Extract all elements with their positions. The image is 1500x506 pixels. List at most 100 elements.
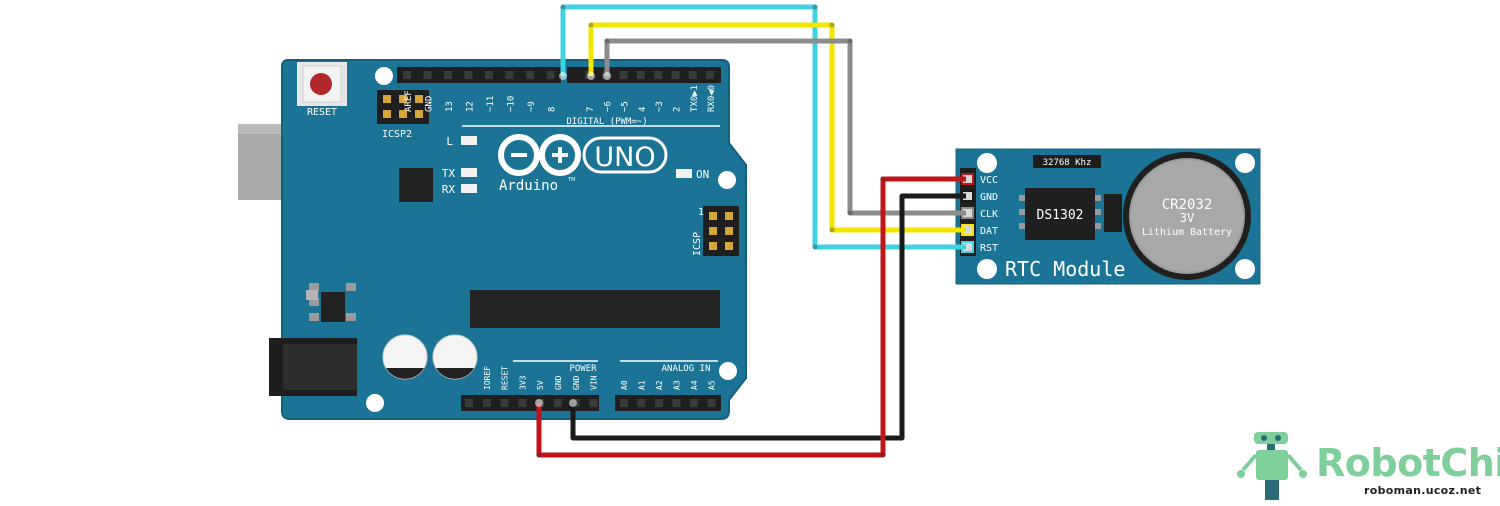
power-pin-label: IOREF <box>483 366 492 390</box>
digital-pin-label: ~11 <box>486 96 496 112</box>
digital-pin-label: ~10 <box>507 96 517 112</box>
digital-pin-label: RX0◀0 <box>707 85 717 112</box>
digital-pin-label: 4 <box>638 107 648 112</box>
power-pin <box>500 399 509 407</box>
rtc-pin-label: CLK <box>980 209 998 220</box>
rtc-mount-hole-br <box>1235 259 1255 279</box>
led-l-label: L <box>446 135 453 148</box>
power-pin-label: VIN <box>590 375 599 390</box>
dc-power-jack <box>269 338 357 396</box>
digital-pin-label: ~9 <box>527 101 537 112</box>
digital-pin-label: 7 <box>586 107 596 112</box>
digital-pin-label: 13 <box>445 101 455 112</box>
crystal-label: 32768 Khz <box>1043 158 1092 168</box>
rtc-mount-hole-tl <box>977 153 997 173</box>
usb-chip <box>399 168 433 202</box>
analog-pin <box>707 399 716 407</box>
icsp2-header <box>377 90 429 124</box>
led-rx <box>461 184 477 193</box>
rtc-mount-hole-bl <box>977 259 997 279</box>
led-l <box>461 136 477 145</box>
brand-name: RobotChip <box>1316 441 1500 485</box>
digital-pin <box>526 71 534 79</box>
digital-pin <box>619 71 628 79</box>
analog-pin <box>672 399 681 407</box>
analog-header <box>615 395 721 411</box>
analog-pin <box>655 399 663 407</box>
wires <box>535 4 966 458</box>
analog-pin <box>690 399 698 407</box>
analog-pin <box>637 399 646 407</box>
led-on <box>676 169 692 178</box>
digital-pin <box>546 71 555 79</box>
battery-desc: Lithium Battery <box>1142 227 1232 238</box>
digital-pin-label: GND <box>425 96 435 112</box>
power-pin <box>589 399 598 407</box>
power-pin-label: 5V <box>536 380 545 390</box>
led-on-label: ON <box>696 168 709 181</box>
mount-hole-bottom-left <box>366 394 384 412</box>
wire-gnd-gnd <box>570 193 966 441</box>
rtc-pin-label: GND <box>980 192 998 203</box>
crystal-label-box <box>1033 155 1101 168</box>
digital-pin <box>403 71 411 79</box>
microcontroller-chip <box>470 290 720 328</box>
digital-pin <box>636 71 645 79</box>
wire-5v-vcc <box>536 176 966 458</box>
brand-url: roboman.ucoz.net <box>1364 484 1482 497</box>
board-outline <box>281 59 747 420</box>
digital-header <box>397 67 721 83</box>
digital-pin <box>444 71 452 79</box>
digital-pin-label: 2 <box>673 107 683 112</box>
battery-type: CR2032 <box>1162 197 1213 213</box>
analog-pin-label: A4 <box>690 380 699 390</box>
digital-pin <box>423 71 432 79</box>
rtc-pin-label: DAT <box>980 226 998 237</box>
digital-pin <box>654 71 663 79</box>
analog-pin-label: A0 <box>620 380 629 390</box>
digital-pin <box>485 71 493 79</box>
digital-pin-label: ~5 <box>621 101 631 112</box>
digital-pin-label: 8 <box>548 107 558 112</box>
power-label: POWER <box>569 364 597 374</box>
led-tx <box>461 168 477 177</box>
ds1302-chip <box>1019 188 1101 240</box>
wire-d7-dat <box>588 22 966 233</box>
digital-pin <box>464 71 473 79</box>
analog-pin-label: A2 <box>655 380 664 390</box>
arduino-brand-text: Arduino <box>499 178 558 194</box>
arduino-logo <box>498 134 668 176</box>
digital-pin-label: AREF <box>404 90 414 112</box>
battery-voltage: 3V <box>1180 211 1194 225</box>
power-pin <box>554 399 562 407</box>
reset-label: RESET <box>307 107 337 118</box>
mount-hole-top-left <box>375 67 393 85</box>
uno-text: UNO <box>594 142 655 173</box>
power-pin-label: GND <box>554 375 563 390</box>
reset-button[interactable] <box>297 62 347 106</box>
digital-pin-label: ~6 <box>603 101 613 112</box>
rtc-mount-hole-tr <box>1235 153 1255 173</box>
icsp-label: ICSP <box>692 232 703 256</box>
capacitor-right <box>432 334 478 380</box>
digital-pin <box>505 71 514 79</box>
battery-holder <box>1104 152 1251 280</box>
rtc-module-title: RTC Module <box>1005 257 1125 281</box>
power-pin-label: GND <box>572 375 581 390</box>
led-tx-label: TX <box>442 167 456 180</box>
digital-pin-label: 12 <box>466 101 476 112</box>
power-pin-label: RESET <box>501 366 510 390</box>
power-pin <box>518 399 527 407</box>
mount-hole-right-lower <box>719 362 737 380</box>
analog-pin-label: A1 <box>638 380 647 390</box>
robot-mascot-icon <box>1237 432 1307 500</box>
digital-pin <box>671 71 680 79</box>
icsp-pin1-label: 1 <box>698 207 704 218</box>
power-pin-label: 3V3 <box>518 375 527 390</box>
rtc-pin-label: RST <box>980 243 998 254</box>
analog-label: ANALOG IN <box>662 364 711 374</box>
